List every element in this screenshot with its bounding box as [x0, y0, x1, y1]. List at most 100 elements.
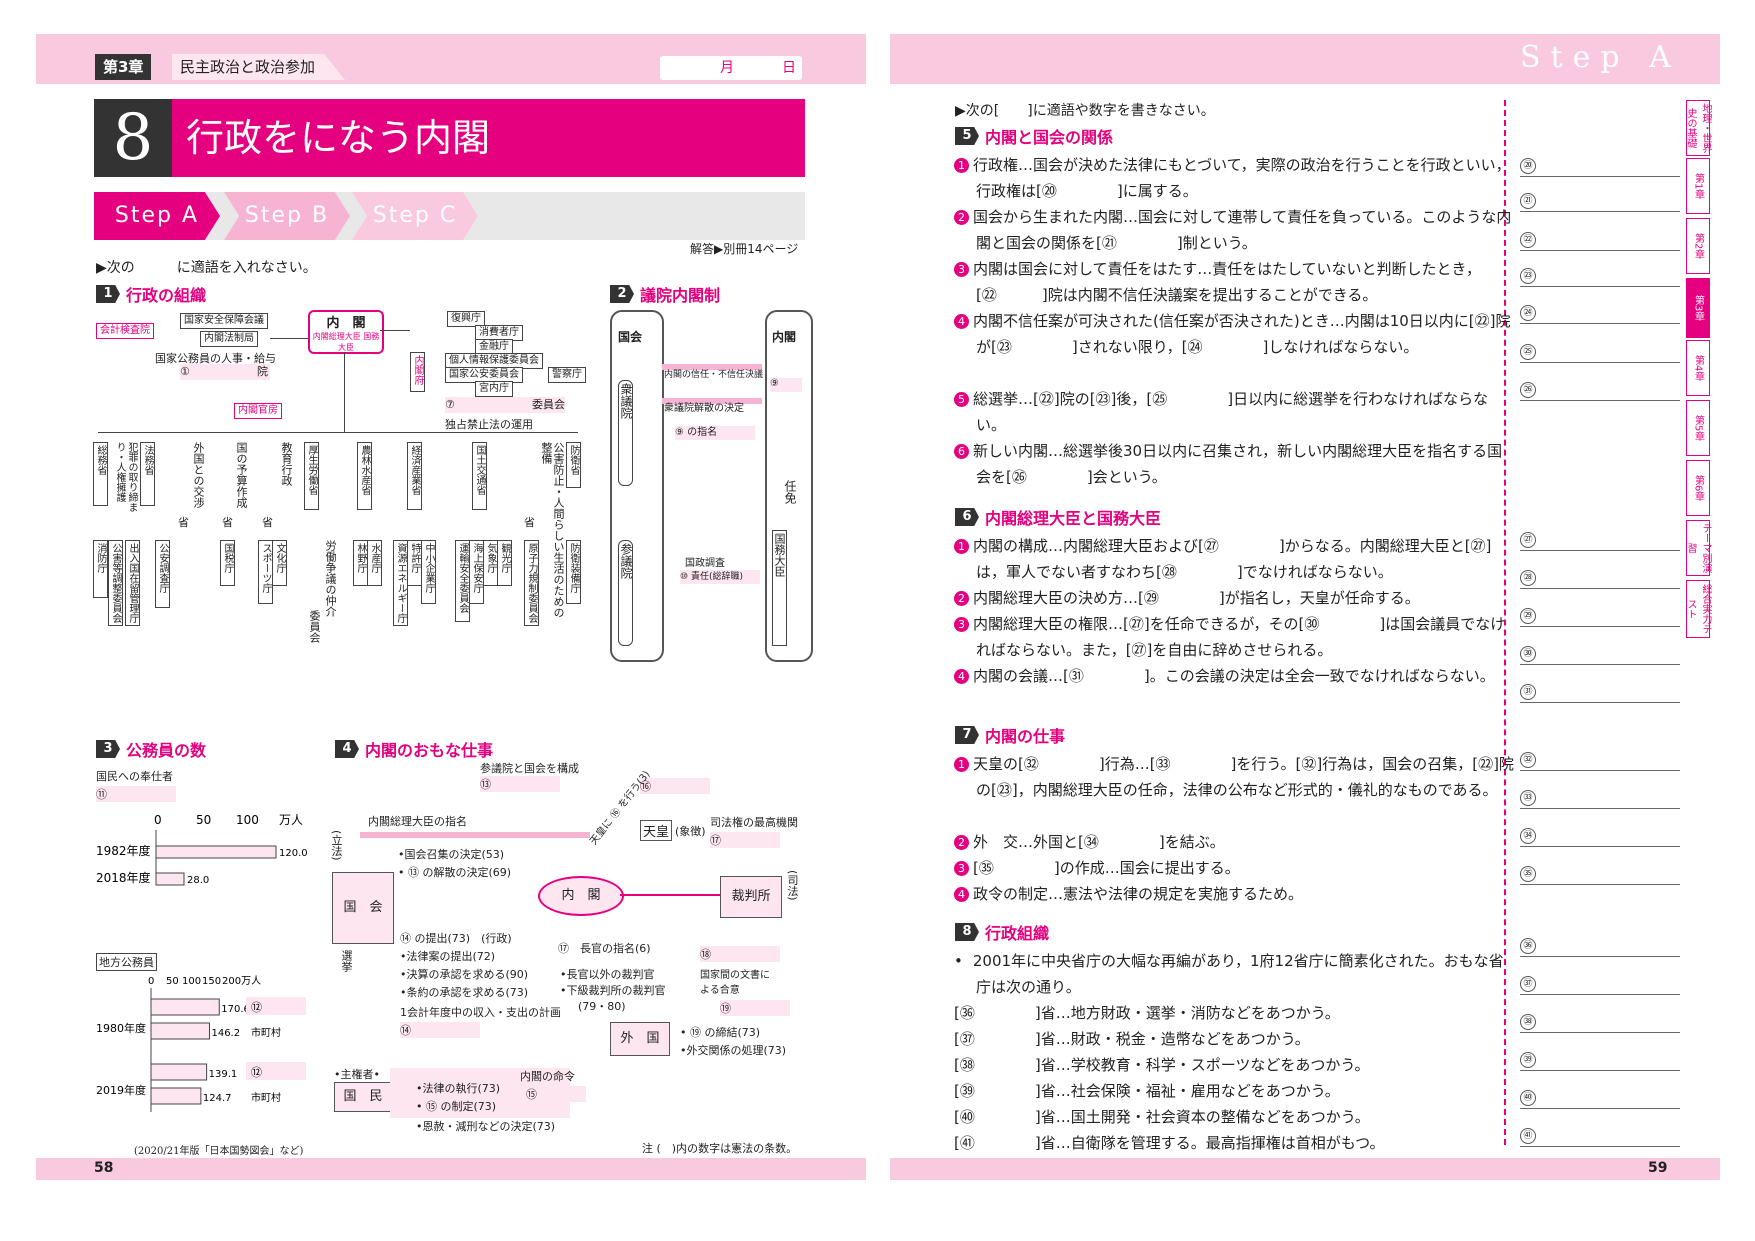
answer-field[interactable]: ㉕ [1520, 344, 1680, 363]
min-note-hanzai: 犯罪の取り締まり・人権擁護 [114, 442, 137, 512]
answer-field[interactable]: ㊲ [1520, 976, 1680, 995]
question-8-2: [㊱ ]省…地方財政・選挙・消防などをあつかう。 [954, 1004, 1340, 1022]
agency-11: 中小企業庁 [421, 540, 436, 604]
min-note-gaikou: 外国との交渉 [192, 442, 205, 508]
answer-field[interactable]: ㉒ [1520, 232, 1680, 251]
answer-field[interactable]: ⑳ [1520, 158, 1680, 177]
agency-12: 運輸安全委員会 [455, 540, 470, 622]
bar-label-0: 170.6 [221, 1004, 250, 1015]
shichoson-1: 市町村 [251, 1026, 281, 1039]
agency-16: 原子力規制委員会 [524, 540, 539, 626]
answer-field[interactable]: ㊶ [1520, 1128, 1680, 1147]
date-day: 日 [782, 60, 796, 76]
answer-field[interactable]: ㊳ [1520, 1014, 1680, 1033]
page-number-left: 58 [94, 1160, 114, 1176]
min-note-yosan: 国の予算作成 [235, 442, 248, 508]
question-8-1: •2001年に中央省庁の大幅な再編があり，1府12省庁に簡素化された。おもな省庁… [954, 952, 1504, 996]
chart-chiho-komuin: 0 50 100 150 200万人 1980年度 2019年度 170.6 1… [96, 975, 306, 1112]
kaikei-box: 会計検査院 [96, 323, 154, 339]
kokka-anzen-box: 国家安全保障会議 [180, 313, 268, 329]
hosei-box: 内閣法制局 [200, 331, 258, 347]
answer-field[interactable]: ㉛ [1520, 684, 1680, 703]
axis1-tick-0: 0 [154, 813, 162, 827]
answer-field[interactable]: ㉜ [1520, 752, 1680, 771]
naikaku-label: 内閣 [772, 330, 797, 344]
bar-2019-shichoson [150, 1087, 202, 1105]
answer-field[interactable]: ㉞ [1520, 828, 1680, 847]
side-tab-4[interactable]: 第4章 [1686, 340, 1710, 396]
answer-field[interactable]: ㉔ [1520, 305, 1680, 324]
answer-field[interactable]: ㉗ [1520, 532, 1680, 551]
answer-field[interactable]: ㉚ [1520, 646, 1680, 665]
side-tab-1[interactable]: 第1章 [1686, 158, 1710, 214]
min-keizai: 経済産業省 [407, 442, 422, 510]
step-a-tab[interactable]: Step A [94, 192, 220, 240]
naikakufu-box: 内閣府 [410, 352, 425, 392]
answer-field[interactable]: ㊵ [1520, 1090, 1680, 1109]
answer-field[interactable]: ㉑ [1520, 193, 1680, 212]
answer-field[interactable]: ㊱ [1520, 938, 1680, 957]
step-b-tab[interactable]: Step B [224, 192, 350, 240]
agency-1: 公害等調整委員会 [108, 540, 123, 626]
right-header-band [890, 34, 1720, 84]
kokumu-box: 国務大臣 [772, 530, 787, 646]
year1-0: 1982年度 [96, 843, 151, 858]
side-tab-7[interactable]: テーマ別演習 [1685, 520, 1711, 576]
axis2-tick-0: 0 [148, 976, 154, 987]
agency-13: 海上保安庁 [469, 540, 484, 604]
axis1-tick-2: 100 [236, 813, 259, 827]
side-tab-0[interactable]: 地理・世界史の基礎 [1685, 100, 1711, 156]
axis2-tick-4: 200万人 [222, 975, 261, 987]
sho-3: 省 [178, 516, 189, 529]
agency-3: 公安調査庁 [155, 540, 170, 608]
giin-naikaku-diagram: 国会 内閣 衆議院 参議院 内閣の信任・不信任決議 衆議院解散の決定 ⑨ の指名… [610, 310, 813, 662]
tree-bar [98, 432, 578, 433]
answer-field[interactable]: ㉘ [1520, 570, 1680, 589]
lesson-number: 8 [94, 99, 172, 177]
side-tab-3[interactable]: 第3章 [1686, 278, 1710, 338]
side-tab-6[interactable]: 第6章 [1686, 460, 1710, 516]
bar-1980-shichoson [150, 1022, 210, 1040]
question-8-5: [㊴ ]省…社会保険・福祉・雇用などをあつかう。 [954, 1082, 1340, 1100]
svg-text:⑫: ⑫ [251, 1066, 262, 1079]
agency-8: 水産庁 [367, 540, 382, 586]
side-tab-8[interactable]: 総合実力テスト [1685, 580, 1711, 638]
agency-6: 文化庁 [272, 540, 287, 586]
answer-field[interactable]: ㉙ [1520, 608, 1680, 627]
tree-trunk [344, 352, 345, 432]
left-footer-band [36, 1158, 866, 1180]
blank-11[interactable]: ⑪ [96, 786, 176, 802]
kokkai-node: 国 会 [332, 872, 394, 944]
answer-field[interactable]: ㉖ [1520, 382, 1680, 401]
axis2-tick-3: 150 [202, 976, 221, 987]
date-box[interactable]: 月 日 [660, 56, 802, 80]
side-tab-5[interactable]: 第5章 [1686, 400, 1710, 456]
answer-field[interactable]: ㊴ [1520, 1052, 1680, 1071]
answer-field[interactable]: ㉓ [1520, 268, 1680, 287]
question-7-3: 3[㉟ ]の作成…国会に提出する。 [952, 855, 1516, 881]
axis1-tick-1: 50 [196, 813, 211, 827]
kokkai-label: 国会 [618, 330, 643, 344]
answer-field[interactable]: ㉝ [1520, 790, 1680, 809]
answer-ref: 解答▶別冊14ページ [690, 242, 799, 256]
naikaku-shigoto-diagram: 参議院と国会を構成 ⑬ ⑯ 内閣総理大臣の指名 •国会召集の決定(53) • ⑬… [330, 762, 799, 1155]
answer-field[interactable]: ㉟ [1520, 866, 1680, 885]
year2-1: 2019年度 [96, 1083, 146, 1097]
saibansho-node: 裁判所 [720, 876, 782, 918]
side-tab-2[interactable]: 第2章 [1686, 218, 1710, 274]
bar-label-2018: 28.0 [187, 875, 209, 886]
step-c-tab[interactable]: Step C [352, 192, 478, 240]
